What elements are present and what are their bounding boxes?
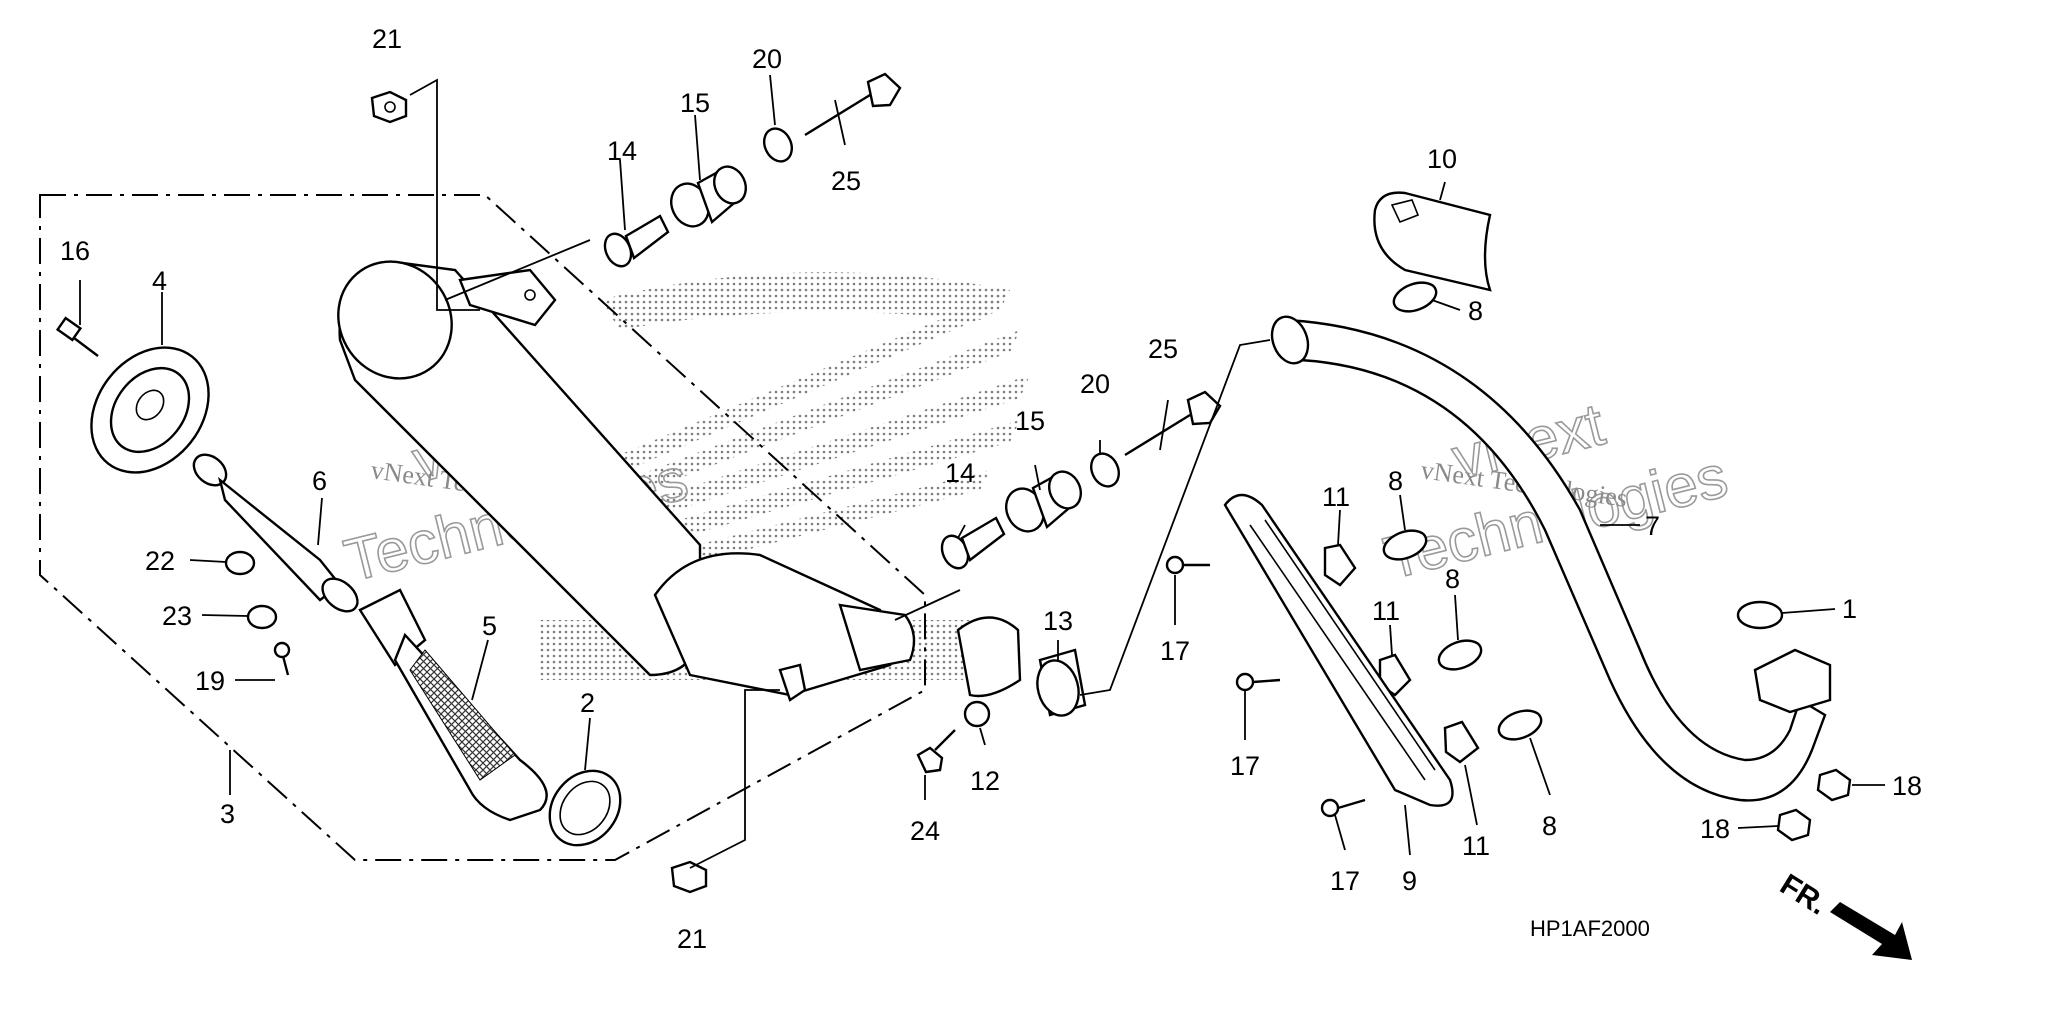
callout-23: 23 bbox=[162, 601, 192, 631]
callout-10: 10 bbox=[1427, 144, 1457, 174]
callout-21: 21 bbox=[372, 24, 402, 54]
callout-9: 9 bbox=[1402, 866, 1417, 896]
spark-arrestor[interactable] bbox=[188, 448, 364, 617]
callout-25-mid: 25 bbox=[1148, 334, 1178, 364]
callout-4: 4 bbox=[152, 266, 167, 296]
callout-1: 1 bbox=[1842, 594, 1857, 624]
callout-7: 7 bbox=[1645, 511, 1660, 541]
bracket-11-c[interactable] bbox=[1443, 720, 1480, 764]
gasket-23[interactable] bbox=[246, 604, 278, 630]
callout-15: 15 bbox=[680, 88, 710, 118]
bolt-25-mid[interactable] bbox=[1124, 390, 1222, 457]
callout-5: 5 bbox=[482, 611, 497, 641]
clamp-12[interactable] bbox=[956, 616, 1022, 728]
bolt-24[interactable] bbox=[916, 729, 956, 774]
hose-clamp-8-b[interactable] bbox=[1435, 635, 1485, 674]
gasket-22[interactable] bbox=[224, 550, 256, 576]
muffler-body[interactable] bbox=[316, 239, 916, 702]
callout-12: 12 bbox=[970, 766, 1000, 796]
nut-18-a[interactable] bbox=[1816, 768, 1852, 802]
callout-18-b: 18 bbox=[1700, 814, 1730, 844]
exhaust-pipe[interactable] bbox=[1266, 312, 1832, 802]
callout-8-c: 8 bbox=[1542, 811, 1557, 841]
screw-17-a[interactable] bbox=[1165, 555, 1210, 575]
gasket-2[interactable] bbox=[535, 757, 635, 859]
callout-17-c: 17 bbox=[1330, 866, 1360, 896]
collar-14-mid[interactable] bbox=[937, 516, 1006, 572]
callout-17-b: 17 bbox=[1230, 751, 1260, 781]
callout-8-top: 8 bbox=[1468, 296, 1483, 326]
callout-8-a: 8 bbox=[1388, 466, 1403, 496]
pipe-protector-10[interactable] bbox=[1373, 191, 1492, 292]
nut-18-b[interactable] bbox=[1776, 808, 1812, 842]
callout-6: 6 bbox=[312, 466, 327, 496]
screw-19[interactable] bbox=[273, 641, 291, 676]
svg-text:FR.: FR. bbox=[1774, 868, 1832, 922]
callout-20-mid: 20 bbox=[1080, 369, 1110, 399]
front-direction-arrow: FR. bbox=[1774, 868, 1912, 960]
tail-pipe[interactable] bbox=[358, 588, 548, 822]
callout-17-a: 17 bbox=[1160, 636, 1190, 666]
callout-22: 22 bbox=[145, 546, 175, 576]
hose-clamp-8-c[interactable] bbox=[1495, 705, 1545, 744]
gasket-1[interactable] bbox=[1736, 600, 1784, 630]
callout-11-c: 11 bbox=[1462, 831, 1490, 861]
bracket-11-a[interactable] bbox=[1323, 543, 1357, 587]
callout-2: 2 bbox=[580, 688, 595, 718]
callout-11-a: 11 bbox=[1322, 482, 1350, 512]
callout-14: 14 bbox=[607, 136, 637, 166]
hose-clamp-8-a[interactable] bbox=[1380, 525, 1430, 564]
gasket-13[interactable] bbox=[1031, 648, 1087, 720]
callout-16: 16 bbox=[60, 236, 90, 266]
end-cap[interactable] bbox=[67, 324, 233, 495]
callout-13: 13 bbox=[1043, 606, 1073, 636]
collar-14-top[interactable] bbox=[600, 214, 670, 270]
leader-lines bbox=[79, 74, 1885, 869]
bolt-16[interactable] bbox=[55, 316, 99, 357]
callout-14-mid: 14 bbox=[945, 458, 975, 488]
hose-clamp-8-top[interactable] bbox=[1390, 277, 1440, 316]
callout-24: 24 bbox=[910, 816, 940, 846]
nut-21-top[interactable] bbox=[370, 90, 408, 124]
callout-labels: 21 20 15 14 25 16 4 6 22 23 19 5 2 3 21 … bbox=[60, 24, 1922, 954]
rubber-15-top[interactable] bbox=[664, 161, 751, 232]
callout-11-b: 11 bbox=[1372, 596, 1400, 626]
bolt-25-top[interactable] bbox=[804, 72, 902, 137]
screw-17-b[interactable] bbox=[1235, 672, 1281, 692]
muffler-assembly-outline bbox=[39, 194, 926, 861]
nut-21-bottom[interactable] bbox=[670, 860, 708, 894]
callout-19: 19 bbox=[195, 666, 225, 696]
heat-shield-9[interactable] bbox=[1223, 493, 1454, 807]
callout-18-a: 18 bbox=[1892, 771, 1922, 801]
callout-8-b: 8 bbox=[1445, 564, 1460, 594]
washer-20-mid[interactable] bbox=[1086, 449, 1124, 491]
rubber-15-mid[interactable] bbox=[999, 466, 1086, 537]
washer-20-top[interactable] bbox=[759, 124, 797, 166]
diagram-code: HP1AF2000 bbox=[1530, 916, 1650, 941]
callout-20: 20 bbox=[752, 44, 782, 74]
callout-3: 3 bbox=[220, 799, 235, 829]
callout-15-mid: 15 bbox=[1015, 406, 1045, 436]
callout-25: 25 bbox=[831, 166, 861, 196]
screw-17-c[interactable] bbox=[1320, 798, 1366, 818]
callout-21-bottom: 21 bbox=[677, 924, 707, 954]
